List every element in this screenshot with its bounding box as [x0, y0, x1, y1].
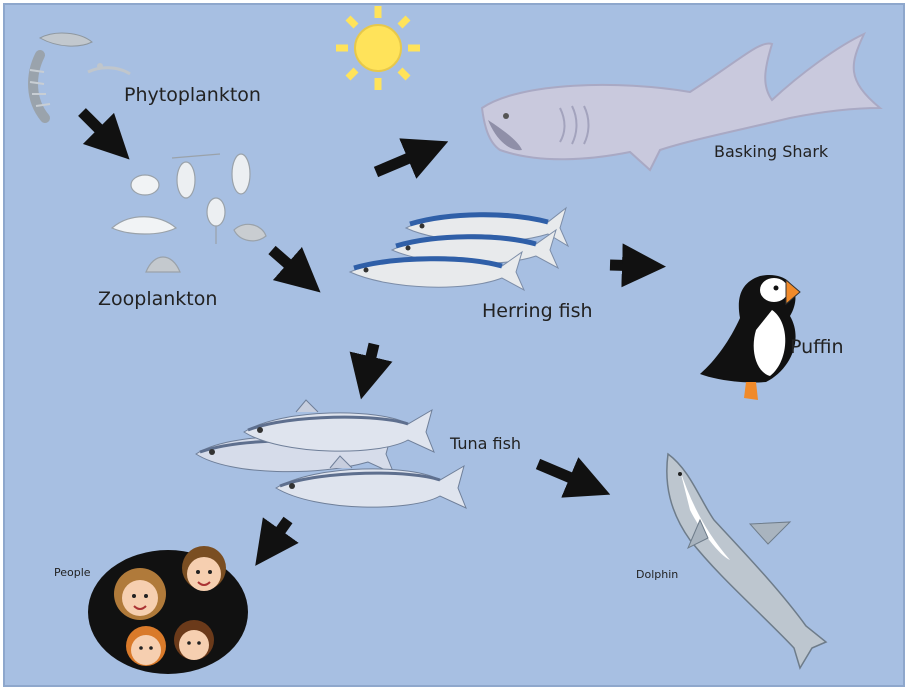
arrow-herring-to-puffin: [610, 265, 644, 266]
label-basking-shark: Basking Shark: [714, 142, 828, 161]
label-people: People: [54, 566, 91, 579]
label-herring: Herring fish: [482, 300, 593, 322]
label-dolphin: Dolphin: [636, 568, 678, 581]
arrow-herring-to-tuna: [366, 344, 374, 378]
label-zooplankton: Zooplankton: [98, 288, 217, 310]
label-phytoplankton: Phytoplankton: [124, 84, 261, 106]
label-puffin: Puffin: [790, 336, 844, 358]
label-tuna: Tuna fish: [450, 434, 521, 453]
